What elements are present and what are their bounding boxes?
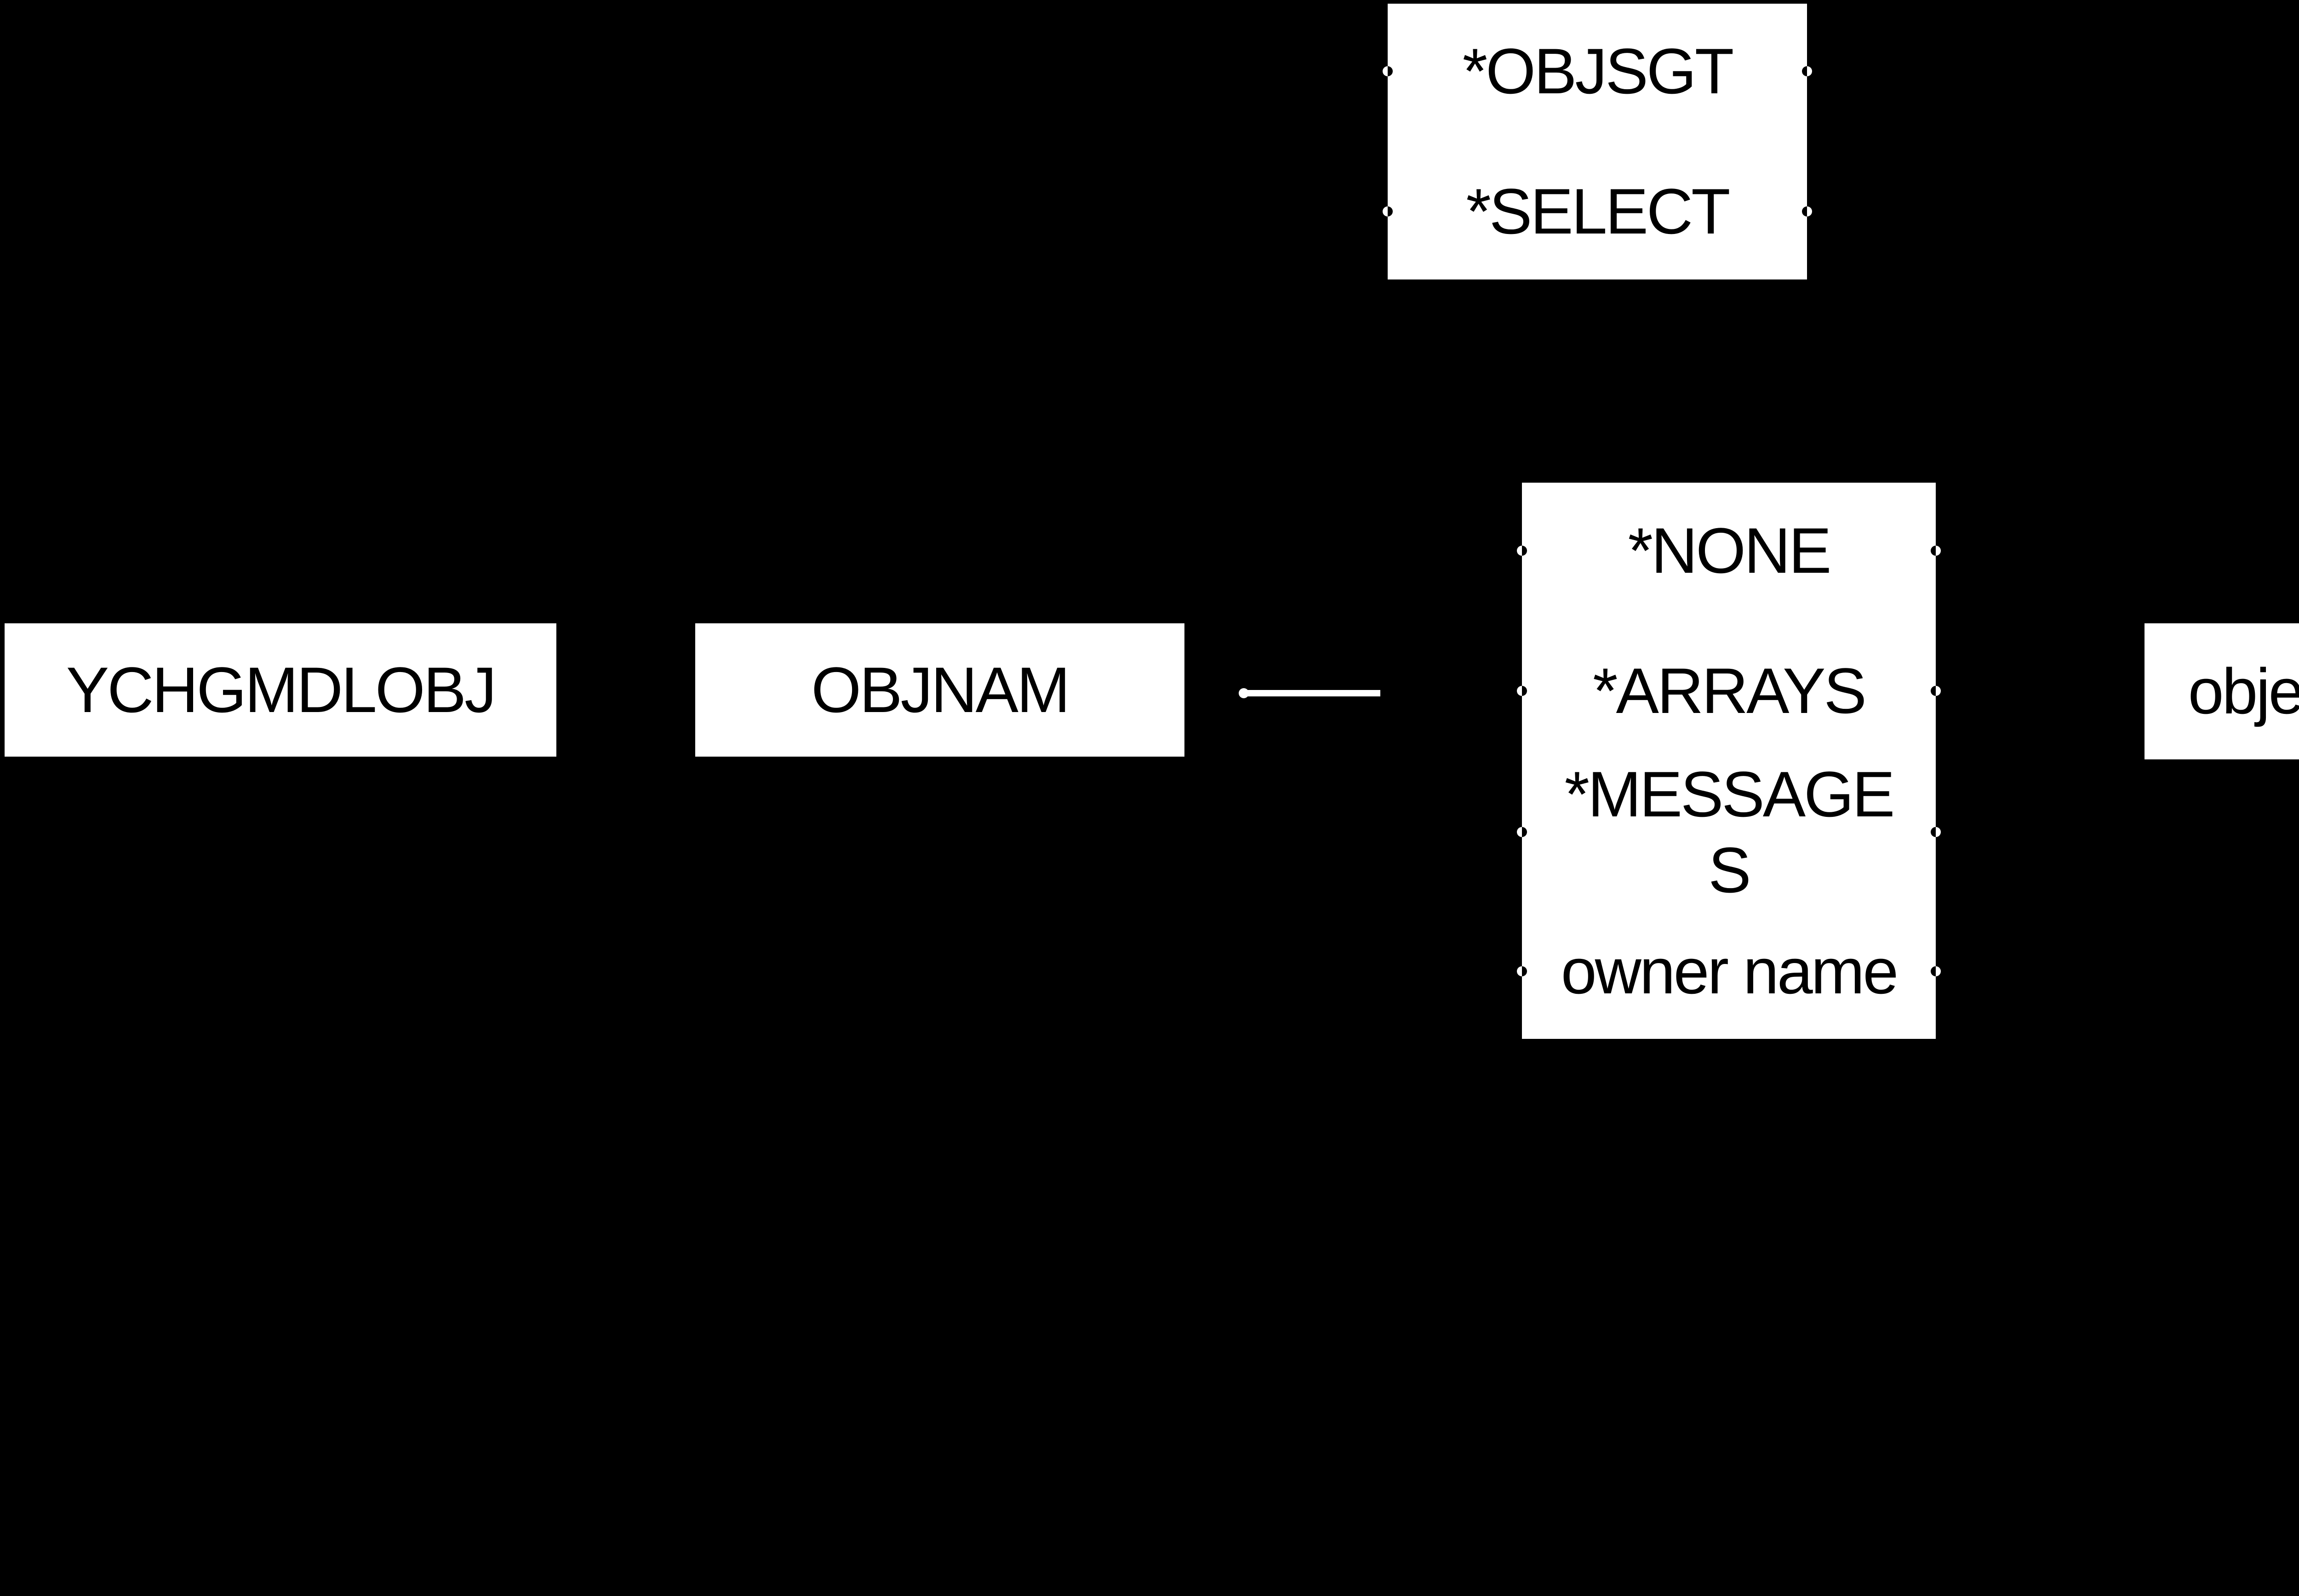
connector-line-cap: [1239, 688, 1249, 698]
value-label: object name: [2188, 655, 2299, 727]
option-row: *ARRAYS: [1517, 622, 1941, 760]
option-label: *NONE: [1628, 514, 1832, 587]
connector-dot-icon: [1931, 966, 1941, 976]
parameter-objnam-box: OBJNAM: [695, 623, 1184, 757]
option-label: owner name: [1561, 935, 1899, 1007]
connector-dot-icon: [1517, 546, 1527, 556]
connector-dot-icon: [1931, 827, 1941, 837]
objsgt-select-options-box: *OBJSGT *SELECT: [1383, 4, 1812, 279]
option-row: *NONE: [1517, 482, 1941, 620]
command-label: YCHGMDLOBJ: [66, 654, 497, 726]
option-row: *SELECT: [1383, 156, 1812, 267]
option-label: *SELECT: [1466, 175, 1730, 247]
option-label: *MESSAGES: [1564, 758, 1895, 906]
connector-dot-icon: [1802, 66, 1812, 76]
connector-line: [1242, 690, 1380, 696]
option-row: owner name: [1517, 902, 1941, 1040]
object-name-box: object name: [2145, 623, 2299, 759]
connector-dot-icon: [1517, 966, 1527, 976]
objnam-values-box: *NONE *ARRAYS *MESSAGES owner name: [1517, 482, 1941, 1040]
connector-dot-icon: [1802, 206, 1812, 217]
option-row: *OBJSGT: [1383, 16, 1812, 126]
connector-dot-icon: [1931, 546, 1941, 556]
option-label: *ARRAYS: [1593, 655, 1867, 727]
option-row: *MESSAGES: [1517, 754, 1941, 910]
connector-dot-icon: [1383, 206, 1393, 217]
option-label: *OBJSGT: [1462, 35, 1734, 107]
connector-dot-icon: [1931, 686, 1941, 696]
command-box: YCHGMDLOBJ: [5, 623, 556, 757]
connector-dot-icon: [1517, 827, 1527, 837]
connector-dot-icon: [1383, 66, 1393, 76]
connector-dot-icon: [1517, 686, 1527, 696]
parameter-label: OBJNAM: [811, 654, 1070, 726]
